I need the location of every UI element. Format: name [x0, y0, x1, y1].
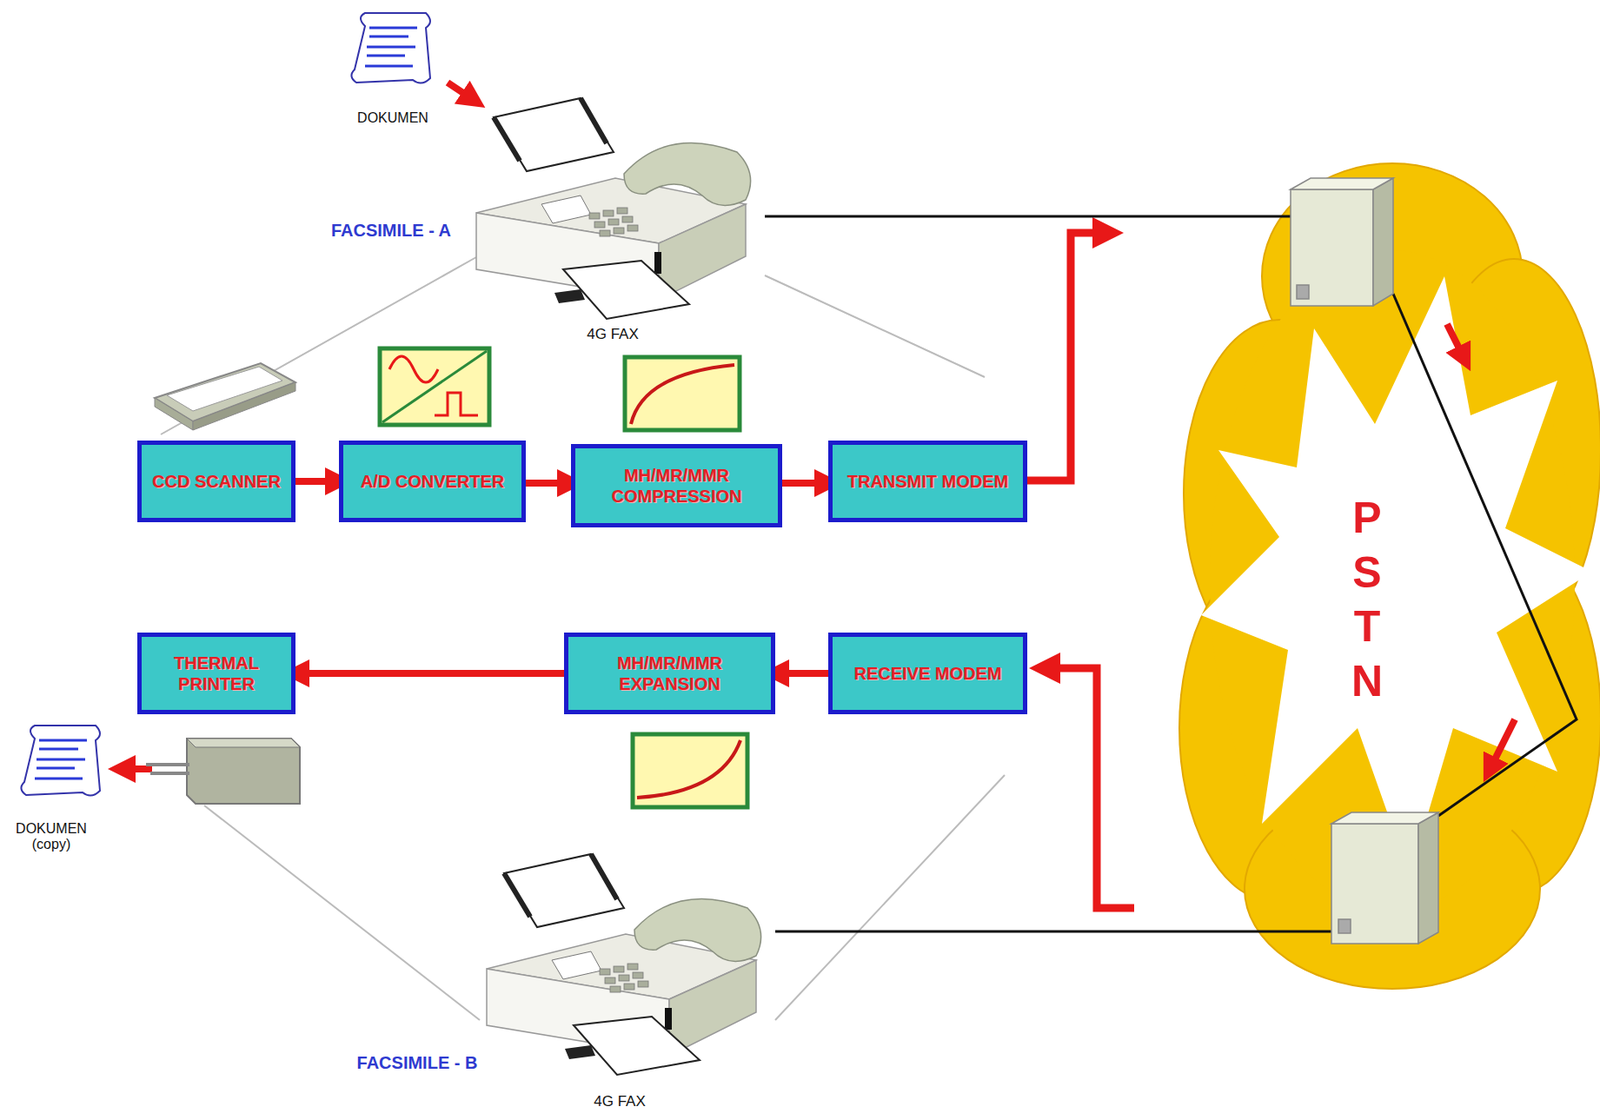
- network-cloud: PSTN: [1183, 163, 1600, 990]
- process-box: MH/MR/MMR COMPRESSION: [570, 444, 783, 528]
- box-label: A/D CONVERTER: [360, 471, 505, 492]
- flow-arrow: [775, 670, 829, 678]
- process-box: TRANSMIT MODEM: [828, 440, 1028, 523]
- process-box: MH/MR/MMR EXPANSION: [564, 632, 776, 715]
- box-label: CCD SCANNER: [152, 471, 281, 492]
- process-box: THERMAL PRINTER: [137, 632, 296, 715]
- box-label: THERMAL PRINTER: [148, 652, 285, 695]
- process-box: CCD SCANNER: [137, 440, 296, 523]
- device-label: FACSIMILE - B: [317, 1053, 518, 1074]
- process-box: RECEIVE MODEM: [828, 632, 1028, 715]
- flow-arrow: [295, 478, 339, 485]
- model-label: 4G FAX: [563, 1093, 677, 1111]
- box-label: MH/MR/MMR EXPANSION: [575, 652, 764, 695]
- model-label: 4G FAX: [556, 325, 670, 344]
- flow-arrow: [295, 670, 565, 678]
- doc-label: DOKUMEN: [323, 110, 463, 127]
- doc-label: DOKUMEN (copy): [12, 821, 91, 854]
- device-label: FACSIMILE - A: [295, 220, 487, 241]
- box-label: TRANSMIT MODEM: [847, 471, 1010, 492]
- box-label: MH/MR/MMR COMPRESSION: [582, 464, 771, 507]
- pstn-cloud: [1183, 163, 1600, 990]
- network-label: PSTN: [1345, 491, 1389, 709]
- box-label: RECEIVE MODEM: [853, 663, 1002, 684]
- process-box: A/D CONVERTER: [338, 440, 526, 523]
- flow-arrow: [525, 479, 571, 487]
- flow-arrow: [782, 479, 829, 487]
